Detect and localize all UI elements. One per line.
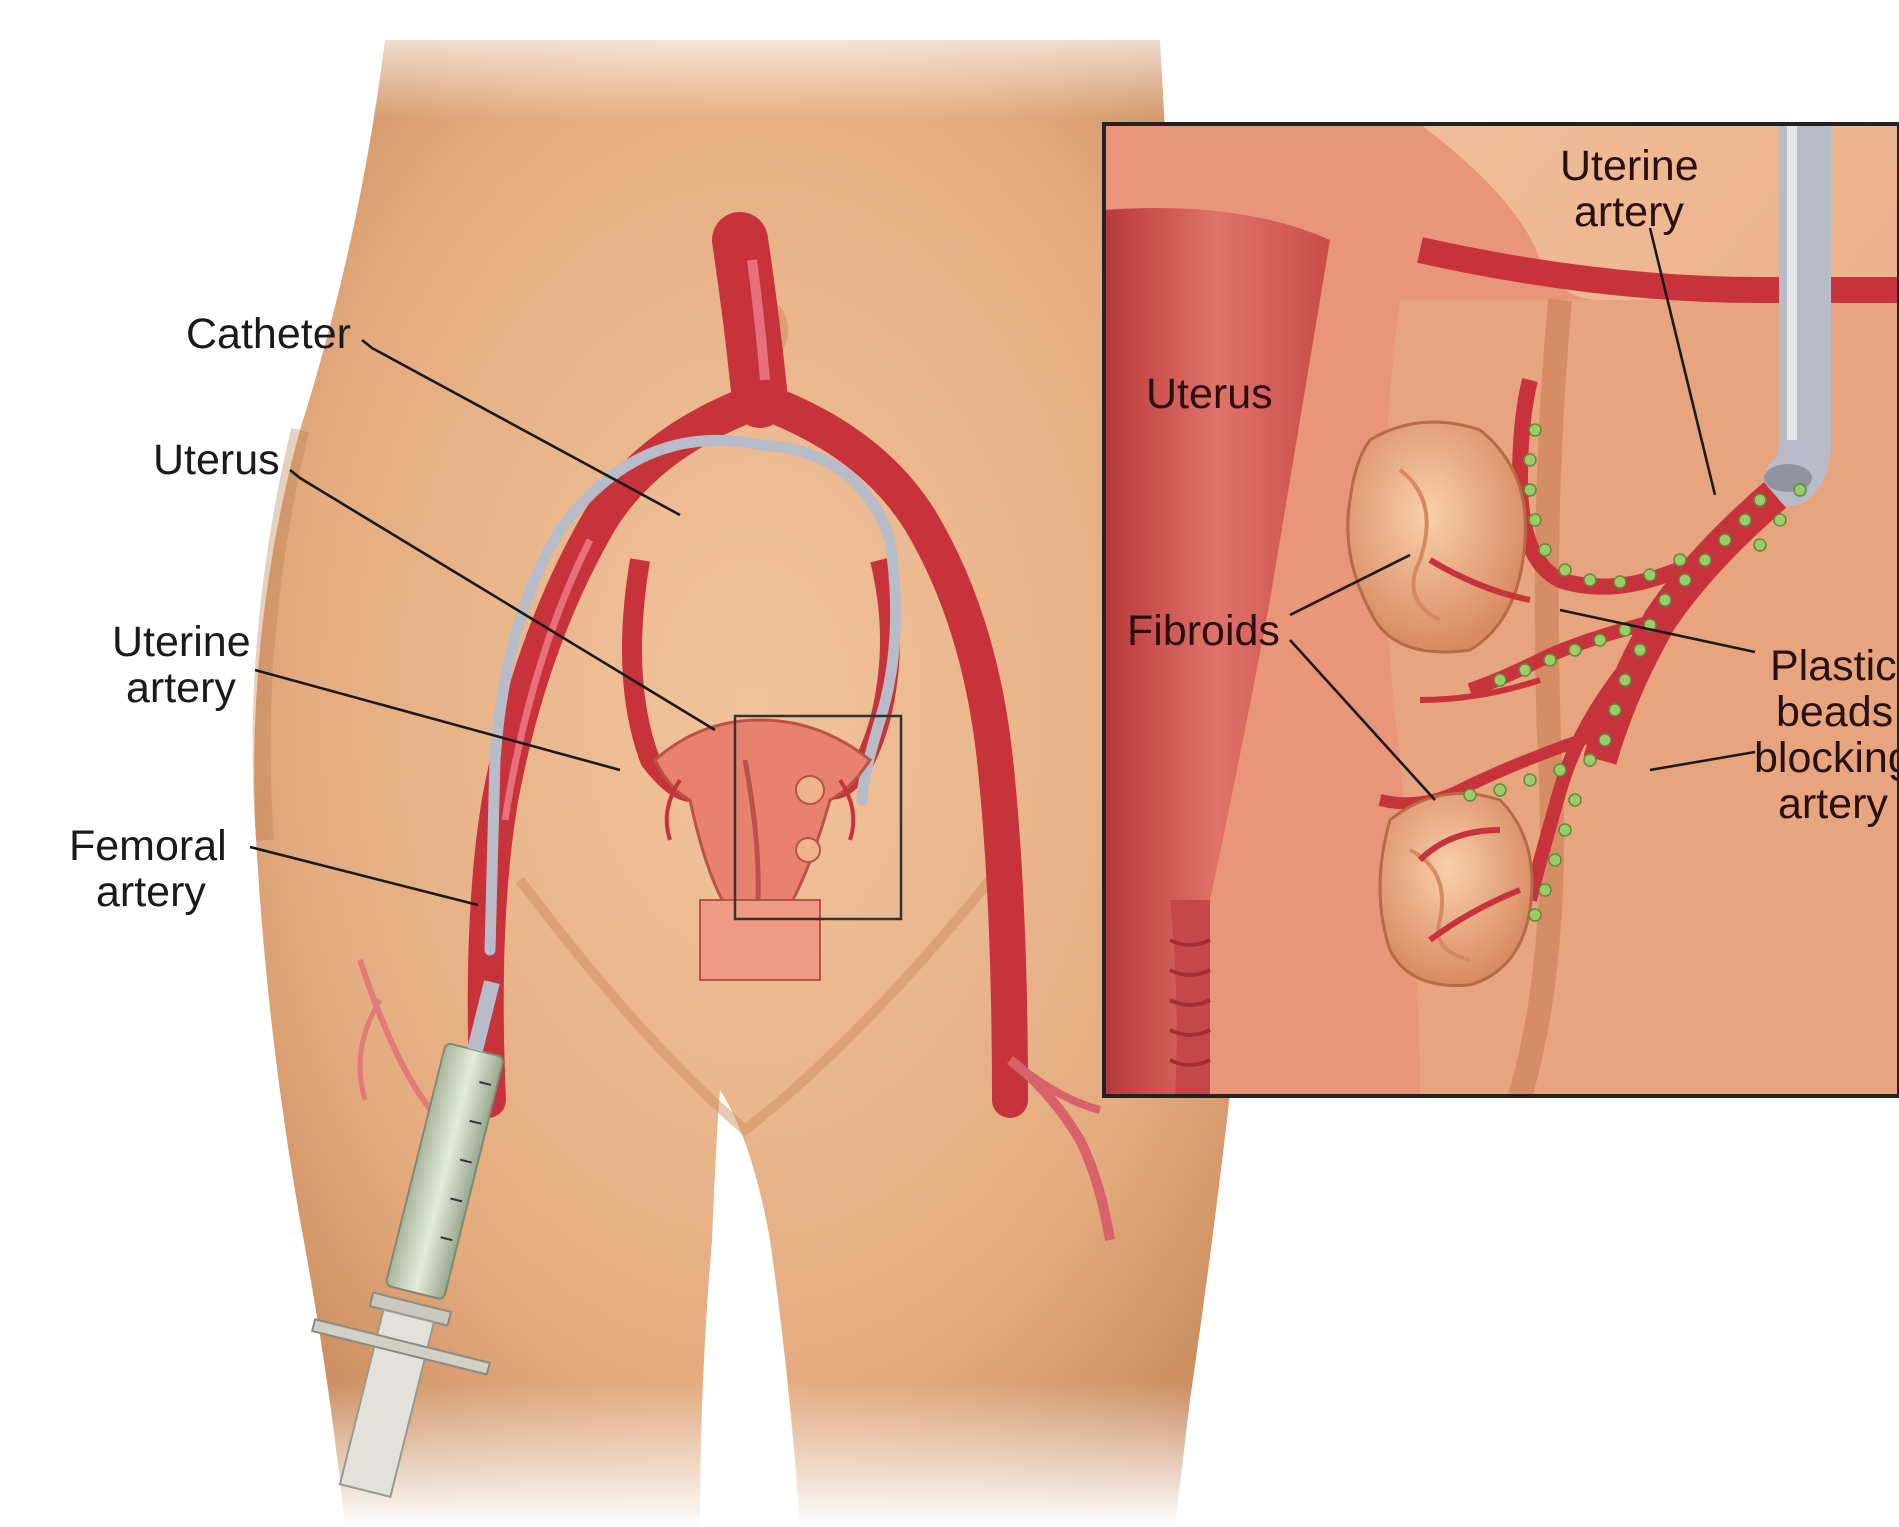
inset-label-uterine-artery-line1: Uterine (1560, 142, 1699, 190)
label-femoral-artery-line2: artery (96, 868, 206, 916)
label-femoral-artery-line1: Femoral (69, 822, 227, 870)
label-catheter: Catheter (186, 310, 351, 358)
inset-label-plastic-beads-line1: Plastic (1770, 642, 1897, 690)
inset-label-plastic-beads-line4: artery (1778, 780, 1888, 828)
inset-label-plastic-beads-line2: beads (1776, 688, 1893, 736)
inset-label-uterine-artery-line2: artery (1574, 188, 1684, 236)
label-uterine-artery-line1: Uterine (112, 618, 251, 666)
label-uterus: Uterus (153, 436, 280, 484)
inset-label-uterus: Uterus (1146, 370, 1273, 418)
inset-label-plastic-beads-line3: blocking (1754, 734, 1899, 782)
inset-label-fibroids: Fibroids (1127, 607, 1280, 655)
label-uterine-artery-line2: artery (126, 664, 236, 712)
